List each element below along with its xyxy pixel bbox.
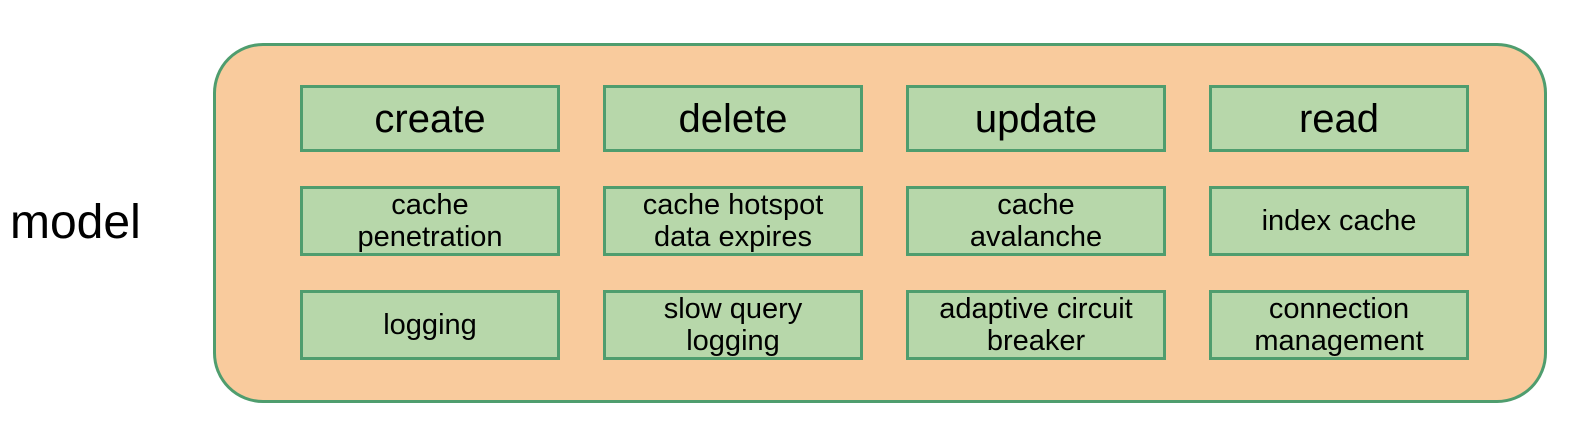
box-read: read [1209,85,1469,152]
box-create: create [300,85,560,152]
box-adaptive-circuit-breaker: adaptive circuit breaker [906,290,1166,360]
box-cache-penetration: cache penetration [300,186,560,256]
box-update: update [906,85,1166,152]
feature-grid: create delete update read cache penetrat… [216,46,1544,400]
box-cache-hotspot-data-expires: cache hotspot data expires [603,186,863,256]
box-slow-query-logging: slow query logging [603,290,863,360]
box-logging: logging [300,290,560,360]
box-cache-avalanche: cache avalanche [906,186,1166,256]
model-label: model [10,196,141,249]
model-container: create delete update read cache penetrat… [213,43,1547,403]
box-delete: delete [603,85,863,152]
box-index-cache: index cache [1209,186,1469,256]
box-connection-management: connection management [1209,290,1469,360]
